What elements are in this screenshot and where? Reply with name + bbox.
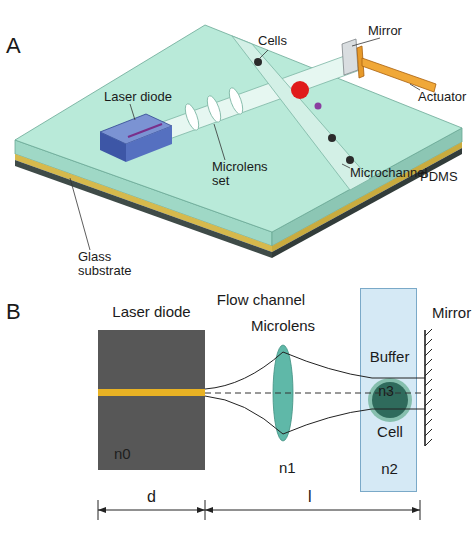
laser-diode-side: [100, 132, 126, 162]
dimension-label: l: [308, 488, 328, 506]
part-label: Mirror: [432, 305, 474, 322]
flow-channel-band: Flow channelBuffern2n3Cell: [360, 288, 417, 492]
leader-line: [342, 164, 350, 168]
microlens: [183, 102, 202, 132]
leader-line: [130, 104, 135, 120]
microlens-ellipse: Microlens: [273, 345, 293, 441]
panel-letter: A: [6, 34, 36, 58]
part-label: Cells: [258, 34, 318, 48]
leader-line: [260, 50, 268, 58]
pdms-top-face: [15, 25, 462, 232]
part-label: Mirror: [368, 24, 428, 38]
light-beam: [205, 396, 425, 434]
mirror-line: [424, 330, 426, 446]
cell-membrane: [368, 378, 412, 422]
laser-stripe: [128, 124, 162, 137]
refractive-index: n1: [279, 460, 319, 477]
cell-dot: [346, 156, 354, 164]
dimension-label: d: [147, 488, 167, 506]
refractive-index: n3: [368, 384, 404, 399]
node-heading: Flow channel: [186, 292, 336, 309]
laser-diode-box: Laser dioden0: [98, 330, 205, 470]
lens-body: [273, 345, 293, 441]
node-heading: Cell: [362, 424, 418, 441]
cell-dot: [328, 134, 336, 142]
dimension-arrowhead: [205, 507, 213, 513]
dimension-line: [98, 510, 420, 511]
cell-dot: [254, 58, 262, 66]
laser-stripe: [98, 389, 205, 396]
cell-dot: [315, 103, 322, 110]
part-label: Glass substrate: [78, 250, 142, 279]
leader-line: [70, 178, 90, 250]
refractive-index: n2: [361, 461, 418, 478]
panel-letter: B: [6, 300, 36, 324]
leader-line: [214, 124, 225, 160]
cell-circle: n3Cell: [368, 378, 412, 422]
microlens: [205, 94, 224, 124]
optical-axis: [205, 393, 425, 394]
microlens: [227, 86, 246, 116]
medium-label: Buffer: [351, 349, 428, 366]
laser-diode-front: [126, 126, 172, 162]
actuator-rod: [362, 58, 436, 92]
dimension-arrowhead: [412, 507, 420, 513]
node-heading: Laser diode: [90, 304, 213, 321]
part-label: Microchannel: [350, 166, 450, 180]
leader-line: [352, 38, 380, 46]
dimension-arrowhead: [197, 507, 205, 513]
refractive-index: n0: [114, 446, 154, 463]
part-label: Actuator: [418, 90, 474, 104]
node-heading: Microlens: [233, 318, 333, 335]
part-label: PDMS: [420, 170, 470, 184]
part-label: Laser diode: [104, 90, 194, 104]
microlens-ellipse-outline: [273, 345, 293, 441]
part-label: Microlens set: [212, 160, 274, 189]
mirror-hatch: [425, 329, 432, 446]
light-beam: [205, 352, 425, 389]
target-cell: [291, 81, 309, 99]
dimension-arrowhead: [98, 507, 106, 513]
mirror-plate: [342, 39, 358, 75]
